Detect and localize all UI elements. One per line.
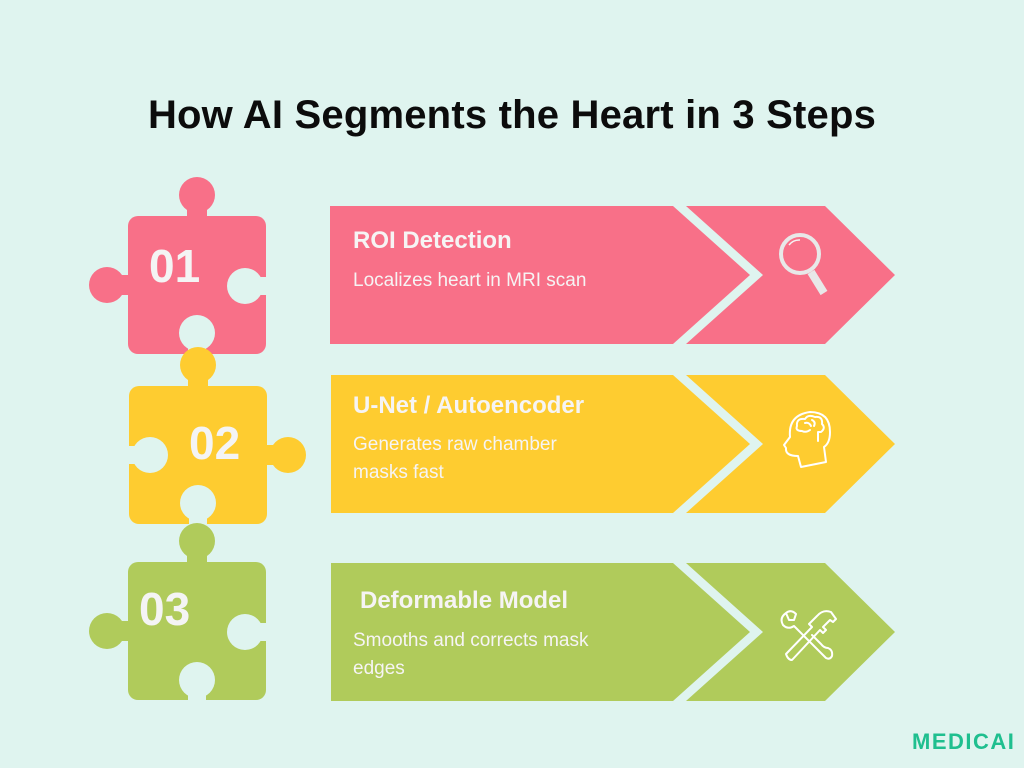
step-1-arrow <box>330 206 895 344</box>
puzzle-piece-2 <box>129 347 306 524</box>
step-1-description: Localizes heart in MRI scan <box>353 270 587 291</box>
page-title: How AI Segments the Heart in 3 Steps <box>147 93 877 137</box>
step-2-title: U-Net / Autoencoder <box>353 392 585 419</box>
step-3-title: Deformable Model <box>360 587 569 614</box>
step-3-number: 03 <box>139 583 191 635</box>
magnifier-icon <box>779 233 828 296</box>
step-2-arrow <box>331 375 895 513</box>
step-1-title: ROI Detection <box>353 227 512 254</box>
step-2-number: 02 <box>189 417 241 469</box>
brand-logo: MEDICAI <box>912 729 1016 754</box>
puzzle-piece-3 <box>89 523 266 700</box>
step-1-number: 01 <box>149 240 201 292</box>
step-3-description: Smooths and corrects mask edges <box>353 630 589 679</box>
tools-icon <box>780 610 837 661</box>
step-3-arrow <box>331 563 895 701</box>
brain-head-icon <box>783 411 831 468</box>
step-2-description: Generates raw chamber masks fast <box>353 434 557 483</box>
puzzle-piece-1 <box>89 177 266 354</box>
